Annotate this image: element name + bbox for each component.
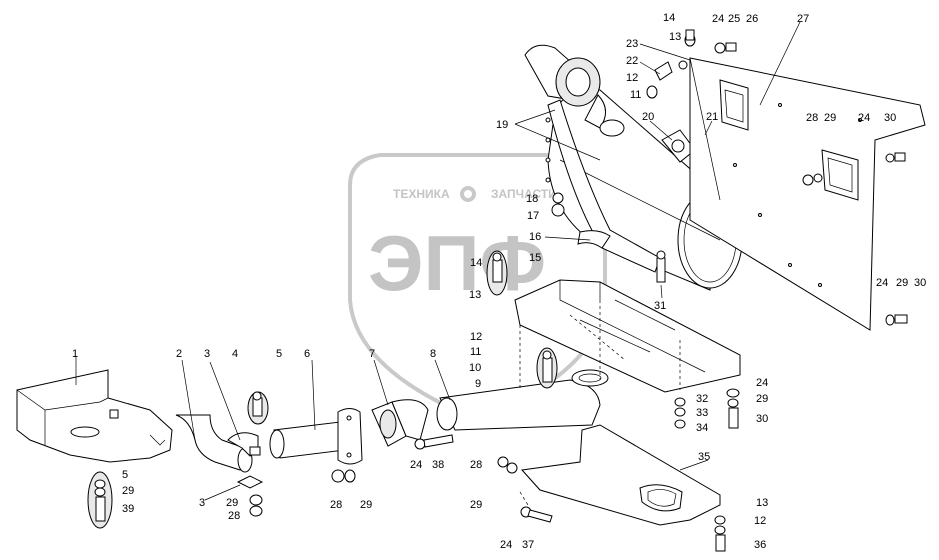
callout-28d: 28 xyxy=(470,459,482,471)
callout-38: 38 xyxy=(432,459,444,471)
callout-33: 33 xyxy=(696,407,708,419)
callout-1: 1 xyxy=(72,348,78,360)
callout-32: 32 xyxy=(696,393,708,405)
callout-15: 15 xyxy=(529,252,541,264)
callout-28b: 28 xyxy=(228,510,240,522)
callout-13c: 13 xyxy=(756,497,768,509)
callout-29e: 29 xyxy=(226,497,238,509)
callout-16: 16 xyxy=(529,231,541,243)
callout-29f: 29 xyxy=(360,499,372,511)
bolt-group-39 xyxy=(87,471,113,529)
callout-39: 39 xyxy=(122,503,134,515)
callout-3b: 3 xyxy=(199,497,205,509)
callout-22: 22 xyxy=(626,55,638,67)
part-mounting-frame xyxy=(514,279,741,393)
callout-29a: 29 xyxy=(824,112,836,124)
callout-9: 9 xyxy=(475,378,481,390)
callout-28c: 28 xyxy=(330,499,342,511)
callout-11b: 11 xyxy=(630,89,641,101)
callout-24c: 24 xyxy=(876,277,888,289)
callout-37: 37 xyxy=(522,539,534,551)
part-heat-shield xyxy=(16,369,173,463)
bolt-37 xyxy=(520,506,553,523)
callout-13a: 13 xyxy=(669,31,681,43)
part-cover-panel xyxy=(689,57,926,331)
nut-group-28-29 xyxy=(249,456,518,517)
part-elbow-pipe xyxy=(175,414,264,489)
callout-3a: 3 xyxy=(204,348,210,360)
bolt-group-9-12 xyxy=(536,347,558,389)
hardware-bottom-right xyxy=(714,515,726,552)
callout-17: 17 xyxy=(527,210,539,222)
callout-14a: 14 xyxy=(663,12,675,24)
callout-19: 19 xyxy=(496,119,508,131)
callout-29g: 29 xyxy=(470,499,482,511)
callout-30c: 30 xyxy=(756,413,768,425)
callout-24b: 24 xyxy=(858,112,870,124)
part-muffler-inlet xyxy=(436,369,609,431)
callout-29c: 29 xyxy=(756,393,768,405)
callout-29b: 29 xyxy=(896,277,908,289)
callout-2: 2 xyxy=(176,348,182,360)
callout-24e: 24 xyxy=(410,459,422,471)
watermark-logo: ЭПФ xyxy=(368,219,546,307)
callout-26: 26 xyxy=(746,13,758,25)
callout-35: 35 xyxy=(698,451,710,463)
watermark-line2: ЗАПЧАСТИ xyxy=(491,187,557,201)
callout-12a: 12 xyxy=(470,331,482,343)
callout-18: 18 xyxy=(526,193,538,205)
callout-30a: 30 xyxy=(884,112,896,124)
callout-12c: 12 xyxy=(754,515,766,527)
callout-24a: 24 xyxy=(712,13,724,25)
callout-29d: 29 xyxy=(122,485,134,497)
callout-21: 21 xyxy=(706,111,718,123)
watermark-line1: ТЕХНИКА xyxy=(393,187,450,201)
callout-6: 6 xyxy=(304,348,310,360)
leader-lines xyxy=(75,21,801,506)
bolt-31 xyxy=(656,250,666,283)
part-turbocharger xyxy=(524,44,625,137)
part-flange-adapter xyxy=(371,399,429,447)
watermark: ТЕХНИКА ЗАПЧАСТИ ЭПФ xyxy=(348,153,607,423)
callout-24f: 24 xyxy=(500,539,512,551)
callout-8: 8 xyxy=(430,348,436,360)
callout-36: 36 xyxy=(754,539,766,551)
hardware-top xyxy=(646,29,908,326)
callout-10: 10 xyxy=(469,362,481,374)
callout-7: 7 xyxy=(369,348,375,360)
callout-12b: 12 xyxy=(626,72,638,84)
callout-25: 25 xyxy=(728,13,740,25)
callout-13b: 13 xyxy=(469,289,481,301)
callout-27: 27 xyxy=(797,13,809,25)
hardware-frame-right xyxy=(674,388,740,429)
callout-23: 23 xyxy=(626,38,638,50)
bolt-group-13-14 xyxy=(486,250,508,296)
callouts: 1 2 3 3 4 5 5 6 7 8 9 10 11 11 12 12 12 … xyxy=(72,12,926,551)
bolt-38 xyxy=(414,434,454,450)
callout-20: 20 xyxy=(642,111,654,123)
callout-14b: 14 xyxy=(470,257,482,269)
part-straight-pipe xyxy=(269,408,363,465)
callout-5a: 5 xyxy=(276,348,282,360)
callout-4: 4 xyxy=(232,348,238,360)
callout-5b: 5 xyxy=(122,469,128,481)
callout-11a: 11 xyxy=(470,346,481,358)
gear-icon xyxy=(460,186,476,202)
callout-30b: 30 xyxy=(914,277,926,289)
callout-24d: 24 xyxy=(756,377,768,389)
callout-28a: 28 xyxy=(806,112,818,124)
part-base-plate xyxy=(520,424,721,526)
bolt-group-17-18 xyxy=(551,192,565,217)
callout-34: 34 xyxy=(696,422,708,434)
callout-31: 31 xyxy=(654,300,666,312)
bolt-group-4-5 xyxy=(247,391,269,425)
